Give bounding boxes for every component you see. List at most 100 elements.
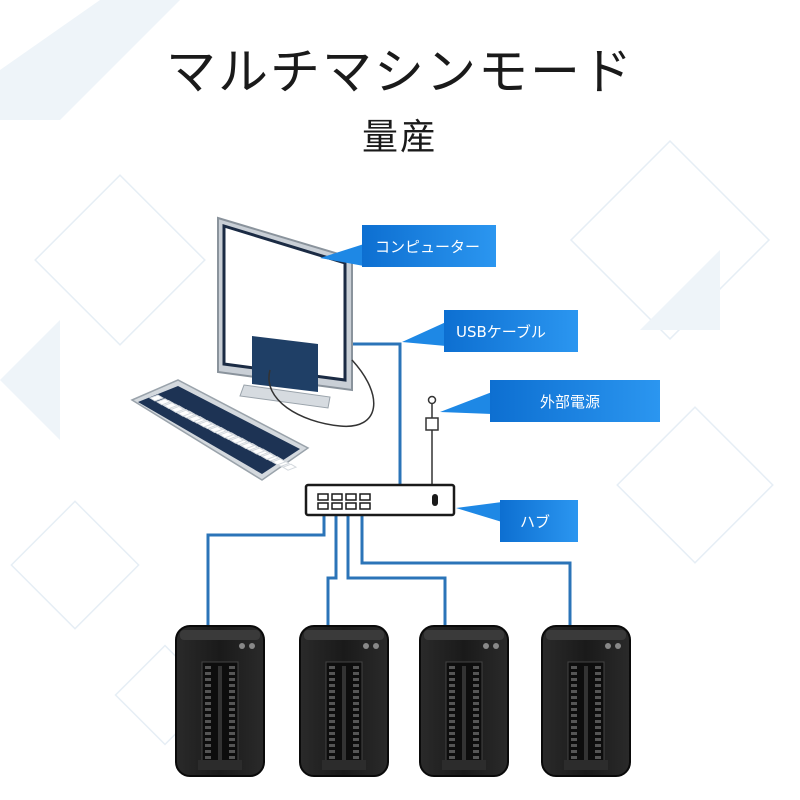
socket-pin [229, 684, 235, 687]
socket-pin [205, 714, 211, 717]
keyboard-key [281, 463, 298, 471]
socket-pin [449, 756, 455, 759]
keyboard-key [176, 409, 193, 417]
socket-pin [329, 744, 335, 747]
socket-pin [353, 738, 359, 741]
socket-pin [229, 678, 235, 681]
programmer-top-edge [304, 630, 384, 640]
status-led [483, 643, 489, 649]
socket-pin [329, 678, 335, 681]
socket-pin [571, 696, 577, 699]
socket-pin [571, 690, 577, 693]
socket-pin [353, 732, 359, 735]
socket-pin [205, 702, 211, 705]
socket-pin [595, 744, 601, 747]
socket-pin [595, 720, 601, 723]
socket-pin [473, 702, 479, 705]
keyboard-key [271, 458, 287, 466]
programmer-top-edge [546, 630, 626, 640]
keyboard-key [162, 402, 179, 410]
socket-pin [595, 756, 601, 759]
socket-pin [473, 678, 479, 681]
usb-cable-1 [206, 512, 326, 628]
usb-cable-4 [360, 512, 572, 628]
socket-pin [329, 684, 335, 687]
socket-pin [449, 750, 455, 753]
socket-pin [353, 714, 359, 717]
programmer-3 [419, 625, 509, 777]
socket-pin [449, 732, 455, 735]
status-led [605, 643, 611, 649]
keyboard-key [260, 452, 277, 460]
socket-pin [595, 714, 601, 717]
socket-pin [353, 666, 359, 669]
socket-pin [595, 672, 601, 675]
socket-pin [205, 738, 211, 741]
socket-pin [329, 726, 335, 729]
socket-pin [205, 750, 211, 753]
page-subtitle: 量産 [361, 117, 438, 158]
socket-pin [595, 696, 601, 699]
programmer-top-edge [424, 630, 504, 640]
keyboard [130, 379, 310, 481]
socket-pin [229, 708, 235, 711]
usb-hub [304, 483, 456, 517]
socket-pin [353, 678, 359, 681]
socket-pin [571, 714, 577, 717]
socket-pin [595, 708, 601, 711]
status-led [373, 643, 379, 649]
socket-pin [571, 732, 577, 735]
socket-pin [329, 714, 335, 717]
socket-pin [353, 672, 359, 675]
socket-pin [571, 666, 577, 669]
socket-pin [353, 696, 359, 699]
socket-pin [205, 720, 211, 723]
status-led [239, 643, 245, 649]
socket-pin [449, 720, 455, 723]
socket-pin [449, 702, 455, 705]
socket-pin [449, 666, 455, 669]
socket-pin [595, 690, 601, 693]
keyboard-key [239, 442, 256, 450]
socket-pin [329, 720, 335, 723]
status-led [615, 643, 621, 649]
socket-pin [205, 744, 211, 747]
socket-pin [353, 726, 359, 729]
socket-pin [229, 702, 235, 705]
programmer-devices [175, 625, 631, 777]
keyboard-key [148, 394, 165, 402]
socket-pin [329, 696, 335, 699]
programmer-1 [175, 625, 265, 777]
socket-pin [473, 666, 479, 669]
socket-pin [205, 732, 211, 735]
power-connector [425, 395, 439, 488]
socket-pin [329, 756, 335, 759]
callout-usb-label: USBケーブル [456, 323, 546, 341]
programmer-base [322, 760, 366, 770]
socket-pin [571, 756, 577, 759]
callout-usb: USBケーブル [402, 310, 578, 352]
socket-pin [329, 732, 335, 735]
socket-pin [449, 696, 455, 699]
socket-pin [329, 750, 335, 753]
socket-pin [229, 696, 235, 699]
programmer-base [564, 760, 608, 770]
socket-pin [449, 738, 455, 741]
socket-pin [229, 720, 235, 723]
callout-power-label: 外部電源 [540, 393, 600, 411]
socket-pin [571, 750, 577, 753]
socket-pin [229, 756, 235, 759]
socket-pin [473, 696, 479, 699]
socket-pin [205, 684, 211, 687]
page-title: マルチマシンモード [166, 43, 634, 101]
socket-pin [473, 750, 479, 753]
socket-pin [571, 672, 577, 675]
socket-pin [449, 690, 455, 693]
socket-pin [353, 756, 359, 759]
socket-pin [205, 726, 211, 729]
socket-pin [205, 696, 211, 699]
socket-pin [595, 726, 601, 729]
socket-pin [595, 684, 601, 687]
socket-pin [229, 714, 235, 717]
